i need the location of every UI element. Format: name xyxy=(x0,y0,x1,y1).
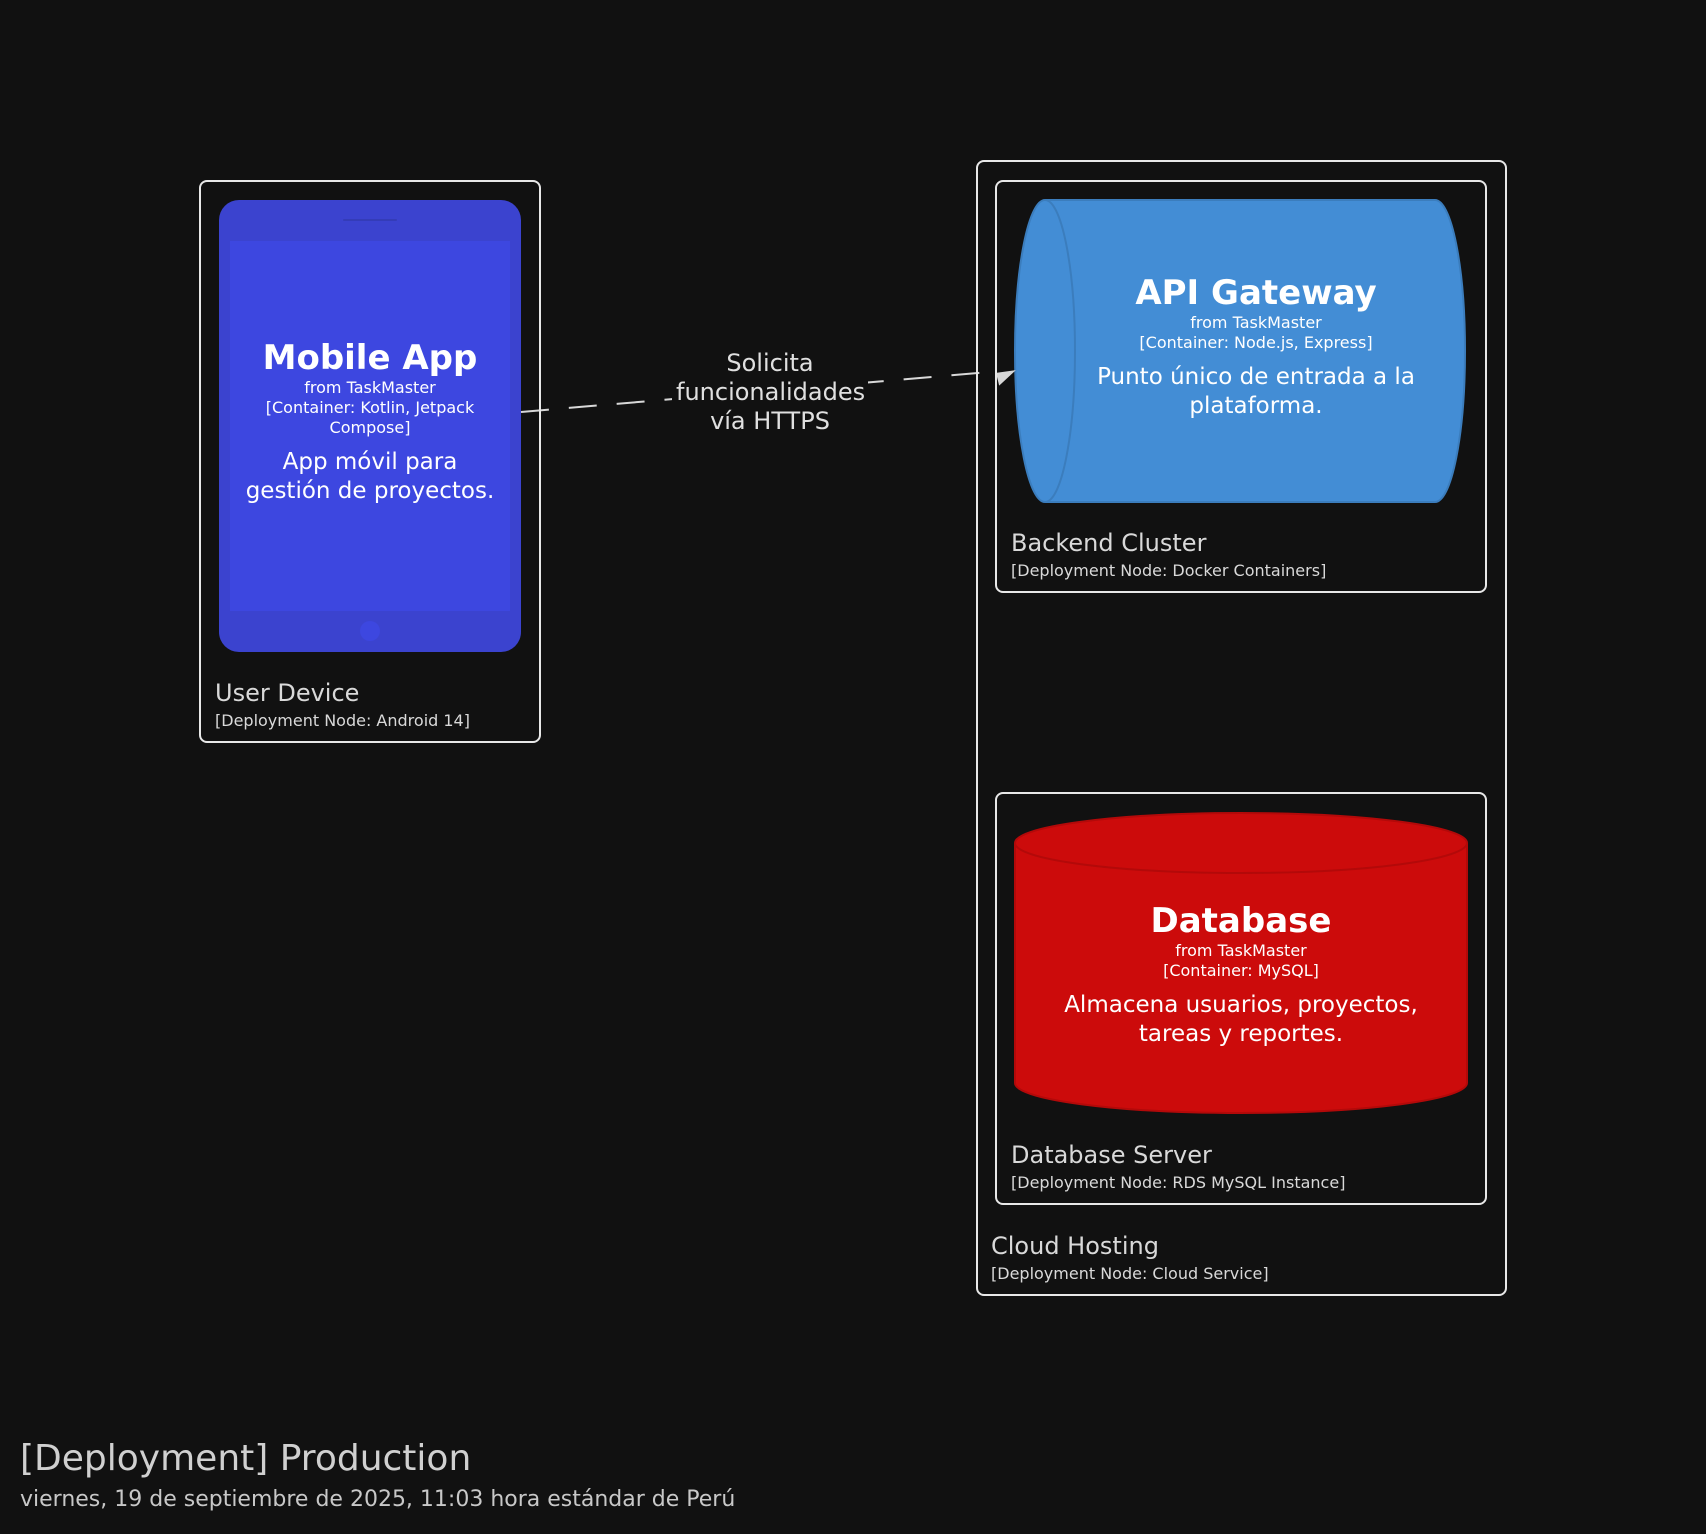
node-user-device-tech: [Deployment Node: Android 14] xyxy=(215,711,470,730)
database-desc: Almacena usuarios, proyectos, tareas y r… xyxy=(1064,992,1418,1047)
api-gateway-text: API Gateway from TaskMaster [Container: … xyxy=(1075,273,1437,421)
database-shape[interactable] xyxy=(1014,812,1468,1114)
relationship-arrow xyxy=(520,370,1016,413)
node-database-server-tech: [Deployment Node: RDS MySQL Instance] xyxy=(1011,1173,1346,1192)
node-backend-cluster-tech: [Deployment Node: Docker Containers] xyxy=(1011,561,1327,580)
api-gateway-shape[interactable] xyxy=(1014,199,1466,503)
api-gateway-tech: [Container: Node.js, Express] xyxy=(1139,333,1373,352)
node-cloud-hosting-tech: [Deployment Node: Cloud Service] xyxy=(991,1264,1269,1283)
api-gateway-from: from TaskMaster xyxy=(1190,313,1322,332)
node-user-device[interactable] xyxy=(199,180,541,743)
mobile-app-shape[interactable] xyxy=(219,200,521,652)
node-backend-cluster[interactable] xyxy=(995,180,1487,593)
database-tech: [Container: MySQL] xyxy=(1163,961,1319,980)
node-cloud-hosting[interactable] xyxy=(976,160,1507,1296)
node-backend-cluster-label: Backend Cluster xyxy=(1011,529,1207,557)
node-database-server-label: Database Server xyxy=(1011,1141,1212,1169)
mobile-app-text: Mobile App from TaskMaster [Container: K… xyxy=(238,338,502,506)
diagram-title: [Deployment] Production xyxy=(20,1438,472,1479)
database-text: Database from TaskMaster [Container: MyS… xyxy=(1051,901,1431,1049)
diagram-date: viernes, 19 de septiembre de 2025, 11:03… xyxy=(20,1487,736,1512)
mobile-app-from: from TaskMaster xyxy=(304,378,436,397)
database-name: Database xyxy=(1150,901,1332,941)
mobile-app-name: Mobile App xyxy=(262,338,478,378)
database-from: from TaskMaster xyxy=(1175,941,1307,960)
node-database-server[interactable] xyxy=(995,792,1487,1205)
node-cloud-hosting-label: Cloud Hosting xyxy=(991,1232,1159,1260)
mobile-app-tech: [Container: Kotlin, Jetpack Compose] xyxy=(265,398,475,437)
api-gateway-desc: Punto único de entrada a la plataforma. xyxy=(1097,364,1415,419)
api-gateway-name: API Gateway xyxy=(1135,273,1377,313)
relationship-label: Solicita funcionalidades vía HTTPS xyxy=(672,349,868,436)
node-user-device-label: User Device xyxy=(215,679,360,707)
mobile-app-desc: App móvil para gestión de proyectos. xyxy=(245,449,495,504)
